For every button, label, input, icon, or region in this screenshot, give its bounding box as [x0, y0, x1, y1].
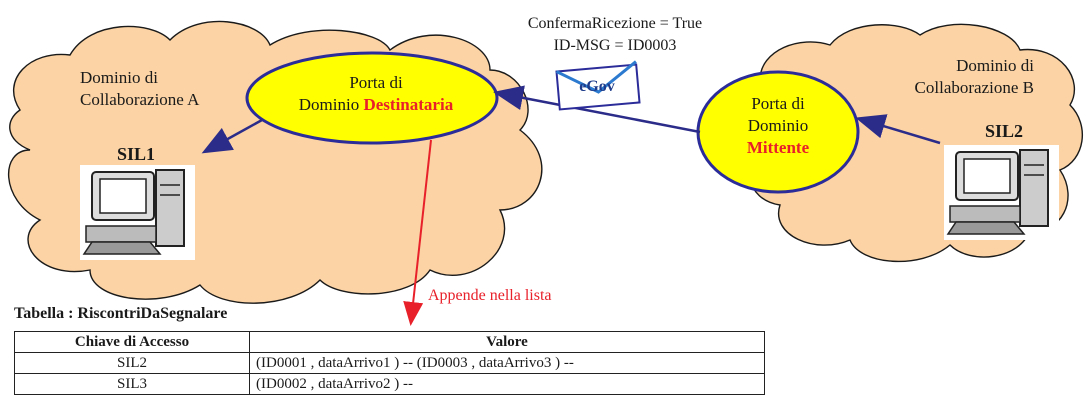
header-chiave: Chiave di Accesso	[14, 331, 250, 353]
porta-destinataria-label: Porta di Dominio Destinataria	[298, 73, 454, 114]
computer-sil1-icon	[80, 165, 195, 260]
sil2-label: SIL2	[985, 121, 1024, 141]
sil1-label: SIL1	[117, 144, 156, 164]
row-value: (ID0002 , dataArrivo2 ) --	[249, 373, 765, 395]
envelope-icon	[555, 60, 641, 111]
arrow-to-sil1	[201, 118, 263, 154]
table-title: Tabella : RiscontriDaSegnalare	[14, 305, 228, 322]
computer-sil2-icon	[944, 145, 1059, 240]
arrow-mittente-to-destinataria	[493, 85, 701, 134]
cloud-domain-a	[8, 20, 543, 304]
table-row: SIL2 (ID0001 , dataArrivo1 ) -- (ID0003 …	[14, 352, 765, 374]
arrow-sil2-to-mittente	[855, 114, 941, 145]
envelope-label: eGov	[579, 78, 615, 95]
row-key: SIL2	[14, 352, 250, 374]
arrow-append-red	[403, 139, 432, 326]
riscontri-table: Chiave di Accesso Valore SIL2 (ID0001 , …	[14, 331, 765, 395]
header-valore: Valore	[249, 331, 765, 353]
row-key: SIL3	[14, 373, 250, 395]
mittente-highlight: Mittente	[746, 138, 810, 157]
table-header-row: Chiave di Accesso Valore	[14, 331, 765, 353]
table-row: SIL3 (ID0002 , dataArrivo2 ) --	[14, 373, 765, 395]
append-label: Appende nella lista	[428, 287, 552, 304]
destinataria-highlight: Destinataria	[363, 95, 454, 114]
row-value: (ID0001 , dataArrivo1 ) -- (ID0003 , dat…	[249, 352, 765, 374]
